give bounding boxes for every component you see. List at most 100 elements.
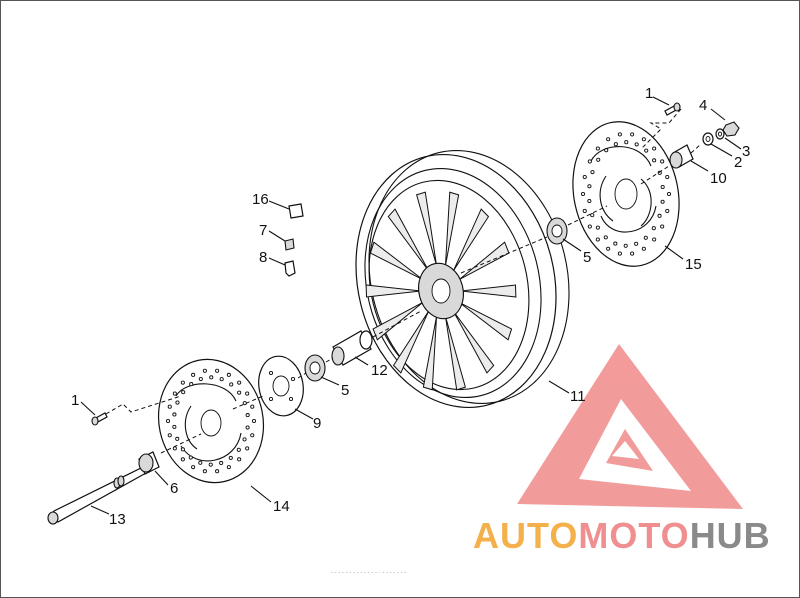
disc-drill-hole: [208, 462, 213, 467]
callout-14: 14: [273, 498, 290, 515]
callout-5-left: 5: [341, 382, 349, 399]
callout-11: 11: [570, 388, 586, 405]
disc-drill-hole: [651, 226, 656, 231]
wheel-spoke: [369, 241, 424, 281]
callout-7: 7: [259, 222, 267, 239]
callout-8: 8: [259, 249, 267, 266]
disc-drill-hole: [606, 246, 611, 251]
callout-3: 3: [742, 143, 750, 160]
disc-drill-hole: [603, 235, 608, 240]
disc-drill-hole: [613, 241, 618, 246]
disc-drill-hole: [242, 437, 247, 442]
disc-drill-hole: [641, 137, 646, 142]
callout-6: 6: [170, 480, 178, 497]
disc-drill-hole: [617, 132, 622, 137]
wheel-spoke: [444, 316, 466, 391]
disc-drill-hole: [180, 380, 185, 385]
disc-drill-hole: [587, 184, 592, 189]
disc-drill-hole: [188, 455, 193, 460]
valve-cap-7: [284, 238, 295, 251]
disc-drill-hole: [590, 213, 595, 218]
disc-drill-hole: [198, 376, 203, 382]
leader-lines: [80, 96, 742, 515]
disc-drill-hole: [245, 446, 250, 451]
disc-drill-hole: [595, 225, 600, 230]
disc-drill-hole: [219, 377, 224, 382]
disc-drill-hole: [250, 433, 255, 438]
disc-drill-hole: [630, 132, 635, 137]
disc-drill-hole: [191, 372, 196, 377]
callout-5-right: 5: [583, 249, 591, 266]
disc-drill-hole: [167, 404, 172, 409]
wheel-spoke: [392, 311, 429, 374]
disc-drill-hole: [229, 382, 234, 387]
disc-drill-hole: [606, 137, 611, 142]
disc-drill-hole: [634, 241, 639, 246]
disc-drill-hole: [624, 140, 629, 145]
disc-drill-hole: [180, 447, 185, 452]
valve-stem-8: [284, 260, 296, 277]
disc-drill-hole: [644, 148, 649, 153]
disc-drill-hole: [652, 237, 657, 242]
disc-drill-hole: [237, 380, 242, 385]
disc-drill-hole: [596, 157, 601, 162]
spacer-10: [669, 144, 694, 169]
disc-drill-hole: [237, 390, 242, 395]
disc-drill-hole: [641, 246, 646, 251]
disc-drill-hole: [172, 412, 177, 417]
disc-drill-hole: [202, 469, 207, 474]
spacer-6: [138, 451, 160, 475]
disc-drill-hole: [175, 436, 180, 441]
disc-drill-hole: [172, 446, 177, 451]
disc-drill-hole: [209, 375, 214, 380]
callout-12: 12: [371, 362, 388, 379]
svg-text:AUTOMOTOHUB: AUTOMOTOHUB: [473, 515, 771, 556]
disc-drill-hole: [582, 174, 587, 180]
disc-drill-hole: [167, 433, 172, 438]
callout-10: 10: [710, 170, 727, 187]
brake-disc-left: [157, 358, 265, 484]
disc-drill-hole: [237, 457, 242, 462]
wheel-spoke: [458, 301, 513, 341]
disc-drill-hole: [180, 457, 185, 462]
disc-drill-hole: [587, 198, 592, 204]
disc-drill-hole: [228, 455, 233, 460]
disc-drill-hole: [660, 159, 665, 164]
wheel-spoke: [422, 316, 438, 391]
disc-drill-hole: [582, 208, 587, 214]
bolt-top: [664, 102, 681, 116]
disc-drill-hole: [595, 146, 600, 151]
disc-drill-hole: [587, 224, 592, 229]
disc-drill-hole: [660, 184, 665, 190]
disc-drill-hole: [604, 148, 609, 153]
disc-drill-hole: [215, 469, 220, 474]
disc-drill-hole: [660, 199, 665, 204]
disc-drill-hole: [172, 391, 177, 396]
disc-drill-hole: [623, 243, 628, 248]
callout-4: 4: [699, 97, 707, 114]
wheel-spoke: [460, 284, 517, 298]
bolt-left: [91, 412, 108, 426]
disc-drill-hole: [587, 159, 592, 164]
disc-drill-hole: [590, 170, 595, 175]
callout-1-top: 1: [645, 85, 653, 102]
disc-drill-hole: [202, 368, 207, 373]
disc-drill-hole: [251, 418, 257, 424]
balance-weight-16: [288, 203, 304, 219]
disc-drill-hole: [634, 142, 639, 147]
disc-drill-hole: [172, 424, 177, 429]
wheel-spoke: [416, 191, 438, 266]
axle-sleeve: [331, 330, 373, 366]
disc-drill-hole: [250, 404, 255, 409]
callouts: 1 4 3 2 10 5 15 16 7 8 12 5 9 11 1 6 14 …: [71, 85, 750, 528]
wheel-spoke: [458, 241, 510, 281]
washer-3: [715, 128, 725, 140]
disc-drill-hole: [165, 418, 171, 424]
brake-disc-right: [572, 121, 680, 267]
axle-nut-4: [722, 121, 740, 137]
watermark-wordmark: AUTOMOTOHUB: [473, 515, 771, 556]
disc-drill-hole: [643, 235, 648, 240]
disc-drill-hole: [652, 158, 657, 163]
disc-drill-hole: [665, 208, 670, 214]
callout-1-left: 1: [71, 392, 79, 409]
